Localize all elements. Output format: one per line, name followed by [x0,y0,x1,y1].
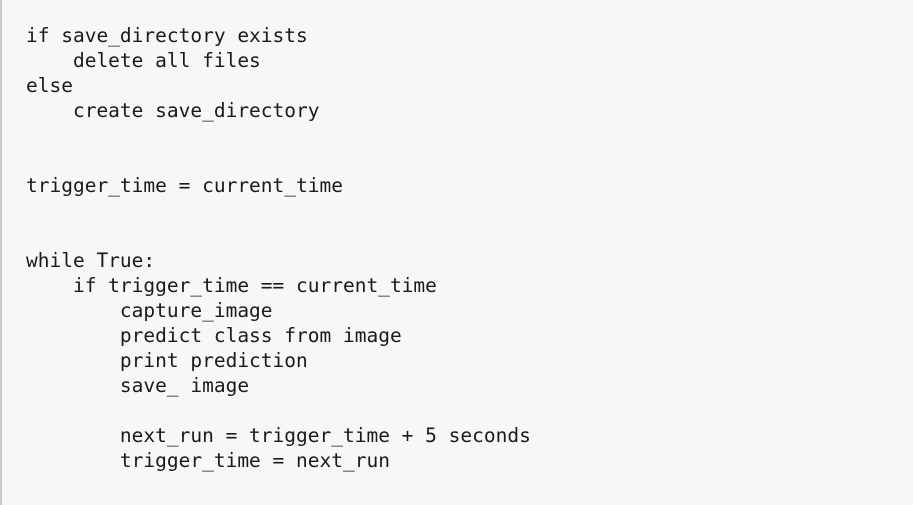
code-line: create save_directory [26,99,320,122]
code-line: if trigger_time == current_time [26,274,437,297]
code-line [26,123,531,148]
code-line [26,198,531,223]
code-line: next_run = trigger_time + 5 seconds [26,424,531,447]
code-line: else [26,74,73,97]
code-line: predict class from image [26,324,402,347]
code-line [26,223,531,248]
code-line: delete all files [26,49,261,72]
code-line: trigger_time = next_run [26,449,390,472]
code-line [26,398,531,423]
code-lines: if save_directory exists delete all file… [26,23,531,473]
code-line: print prediction [26,349,308,372]
code-line: trigger_time = current_time [26,174,343,197]
code-line: if save_directory exists [26,24,308,47]
code-line [26,148,531,173]
code-line: while True: [26,249,156,272]
code-line: capture_image [26,299,273,322]
code-line: save_ image [26,374,250,397]
